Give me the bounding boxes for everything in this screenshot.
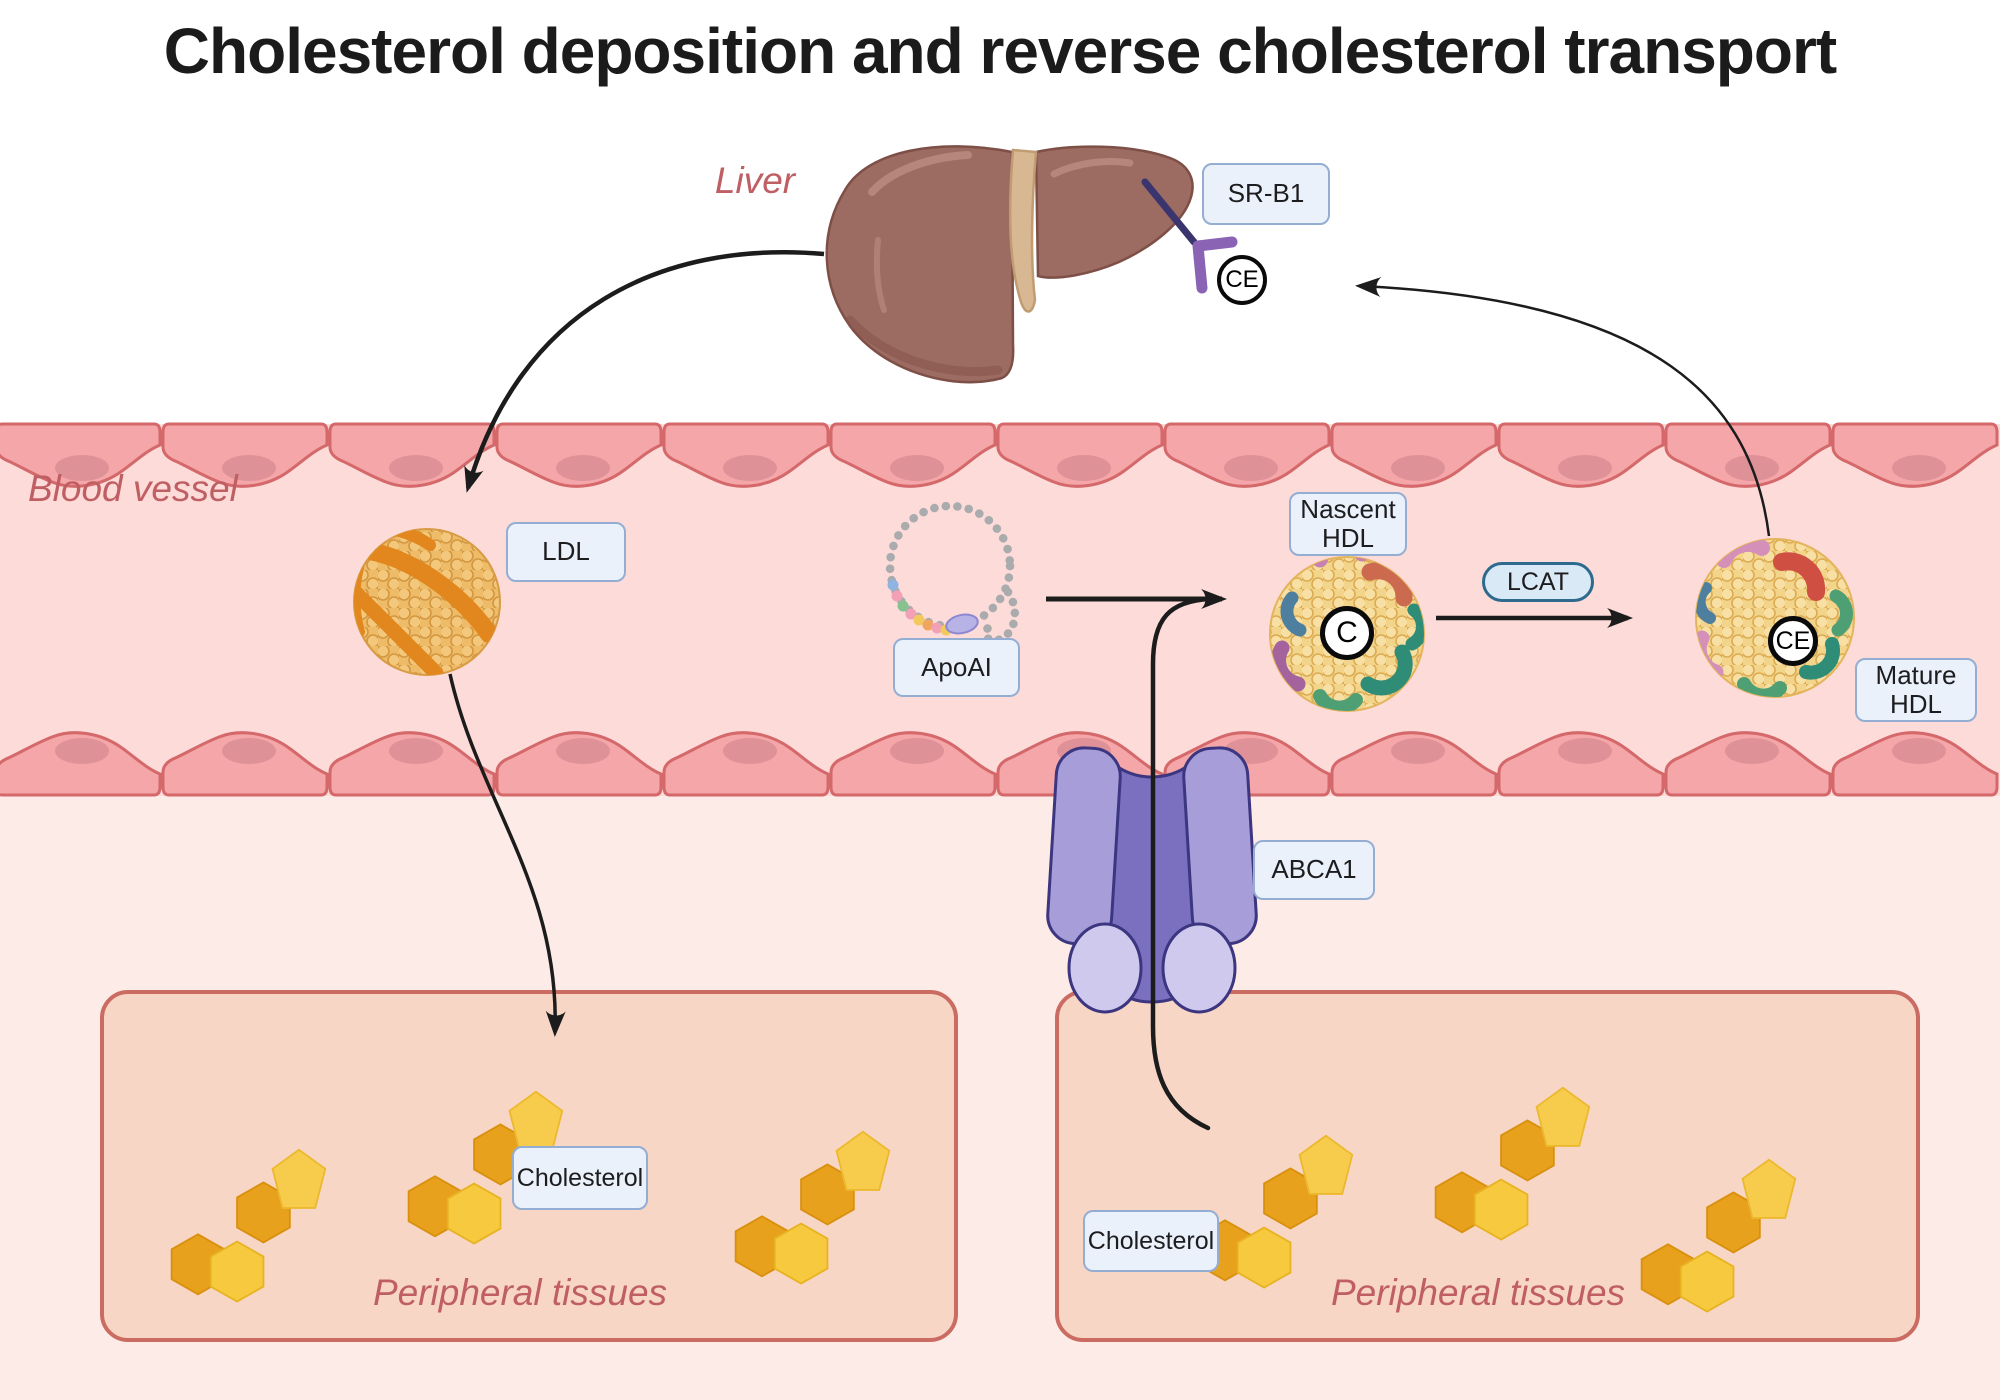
abca1-transporter — [1046, 746, 1258, 1014]
c-badge-nascent-hdl: C — [1320, 606, 1374, 660]
sr-b1-label: SR-B1 — [1202, 163, 1330, 225]
cholesterol-label-right: Cholesterol — [1083, 1210, 1219, 1272]
cholesterol-molecule — [1197, 1134, 1354, 1289]
apoai-label: ApoAI — [893, 638, 1020, 697]
arrow-ldl-to-tissue — [448, 673, 566, 1037]
flow-arrows — [448, 250, 1771, 1131]
sr-b1-receptor-icon — [1141, 178, 1238, 294]
abca1-label: ABCA1 — [1253, 840, 1375, 900]
cholesterol-molecule — [734, 1130, 891, 1285]
ldl-particle — [353, 528, 501, 676]
liver-illustration — [825, 145, 1194, 384]
arrow-cholesterol-through-abca1 — [1150, 596, 1213, 1131]
arrow-liver-to-ldl — [464, 250, 825, 493]
mature-hdl-label: Mature HDL — [1855, 658, 1977, 722]
peripheral-tissues-left-label: Peripheral tissues — [372, 1272, 668, 1313]
apoai-colored-beads — [887, 579, 952, 636]
endothelium-top-wall — [0, 422, 1999, 488]
liver-label: Liver — [714, 160, 796, 201]
cholesterol-molecule — [1434, 1086, 1591, 1241]
blood-vessel-lumen — [0, 424, 2000, 798]
lcat-label: LCAT — [1482, 562, 1594, 602]
ce-badge-mature-hdl: CE — [1768, 616, 1818, 666]
cholesterol-label-left: Cholesterol — [512, 1146, 648, 1210]
apoai-ring — [885, 501, 1019, 645]
arrow-mature-hdl-to-liver — [1355, 276, 1771, 537]
ce-badge-liver: CE — [1217, 255, 1267, 305]
blood-vessel-label: Blood vessel — [28, 468, 238, 509]
nascent-hdl-label: Nascent HDL — [1289, 492, 1407, 556]
mature-hdl-particle — [1695, 538, 1855, 698]
page-title: Cholesterol deposition and reverse chole… — [163, 15, 1837, 87]
endothelium-bottom-wall — [0, 731, 1999, 797]
ldl-label: LDL — [506, 522, 626, 582]
peripheral-tissues-right-label: Peripheral tissues — [1330, 1272, 1626, 1313]
